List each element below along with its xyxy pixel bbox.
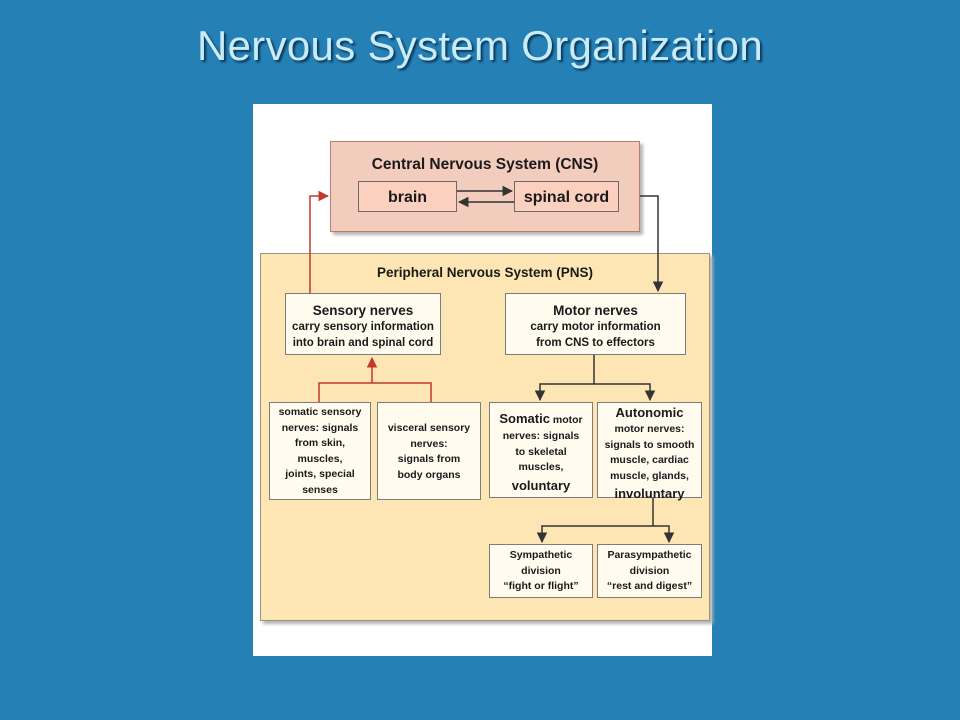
visceral-sensory-line4: body organs (397, 468, 461, 481)
autonomic-to-parasympathetic-arrow (653, 525, 675, 544)
somatic-motor-line4: muscles, (518, 461, 564, 473)
autonomic-box (597, 402, 702, 498)
sensory-nerves-line2: into brain and spinal cord (292, 336, 434, 349)
sensory-nerves-box (285, 293, 441, 355)
spinal-cord-box (514, 181, 619, 212)
visceral-sensory-box (377, 402, 481, 500)
somatic-motor-line5: voluntary (511, 477, 571, 493)
parasympathetic-line3: “rest and digest” (606, 580, 693, 592)
cns-title: Central Nervous System (CNS) (371, 156, 599, 173)
motor-nerves-line2: from CNS to effectors (536, 336, 655, 349)
somatic-motor-text: Somatic motor nerves: signals to skeleta… (489, 410, 593, 495)
autonomic-to-sympathetic-arrow (536, 525, 653, 544)
autonomic-line3: signals to smooth (604, 438, 695, 451)
sympathetic-line3: “fight or flight” (503, 580, 579, 592)
sensory-nerves-title: Sensory nerves (312, 303, 414, 318)
autonomic-line4: muscle, cardiac (610, 454, 689, 466)
visceral-sensory-line3: signals from (397, 453, 461, 465)
sensory-to-cns-arrow (309, 190, 330, 293)
somatic-sensory-box (269, 402, 371, 500)
brain-box (358, 181, 457, 212)
somatic-sensory-line4: muscles, (297, 452, 343, 465)
sensory-branch-connector (318, 382, 432, 402)
visceral-sensory-text: visceral sensory nerves: signals from bo… (377, 421, 481, 483)
somatic-motor-title: Somatic (499, 411, 550, 426)
somatic-motor-line3: to skeletal (515, 445, 567, 458)
motor-nerves-box (505, 293, 686, 355)
sensory-nerves-line1: carry sensory information (292, 321, 434, 333)
slide-title: Nervous System Organization (197, 22, 763, 69)
pns-title: Peripheral Nervous System (PNS) (376, 265, 594, 280)
sympathetic-line2: division (521, 564, 561, 577)
somatic-sensory-line1: somatic sensory (278, 406, 362, 418)
parasympathetic-line2: division (629, 564, 670, 577)
autonomic-line2: motor nerves: (614, 423, 685, 435)
parasympathetic-text: Parasympathetic division “rest and diges… (597, 548, 702, 595)
somatic-motor-title-line: Somatic motor (489, 410, 593, 429)
somatic-sensory-line3: from skin, (294, 437, 346, 449)
motor-nerves-line1: carry motor information (530, 321, 661, 333)
motor-to-somatic-arrow (534, 383, 594, 402)
autonomic-title: Autonomic (615, 405, 684, 420)
somatic-motor-box (489, 402, 593, 498)
motor-nerves-text: Motor nerves carry motor information fro… (505, 302, 686, 351)
somatic-motor-line2: nerves: signals (502, 430, 580, 442)
brain-label: brain (387, 189, 428, 206)
motor-to-autonomic-arrow (594, 383, 656, 402)
parasympathetic-box (597, 544, 702, 598)
sensory-nerves-text: Sensory nerves carry sensory information… (285, 302, 441, 351)
spinal-cord-label: spinal cord (523, 189, 610, 206)
sympathetic-line1: Sympathetic (509, 549, 573, 561)
somatic-sensory-line6: senses (302, 483, 338, 496)
figure-panel: Central Nervous System (CNS) brain spina… (253, 104, 712, 656)
somatic-sensory-line5: joints, special (285, 468, 355, 480)
autonomic-text: Autonomic motor nerves: signals to smoot… (597, 404, 702, 503)
sympathetic-text: Sympathetic division “fight or flight” (489, 548, 593, 595)
somatic-sensory-line2: nerves: signals (281, 421, 359, 434)
autonomic-line6: involuntary (614, 486, 685, 501)
motor-nerves-title: Motor nerves (553, 303, 638, 318)
somatic-motor-title-suffix: motor (549, 414, 583, 426)
visceral-sensory-line2: nerves: (410, 437, 448, 450)
somatic-sensory-text: somatic sensory nerves: signals from ski… (269, 405, 371, 498)
visceral-sensory-line1: visceral sensory (387, 422, 471, 434)
connector-arrows (309, 185, 675, 544)
cns-to-motor-arrow (640, 195, 664, 293)
autonomic-line5: muscle, glands, (610, 469, 689, 482)
sympathetic-box (489, 544, 593, 598)
parasympathetic-line1: Parasympathetic (607, 549, 692, 561)
